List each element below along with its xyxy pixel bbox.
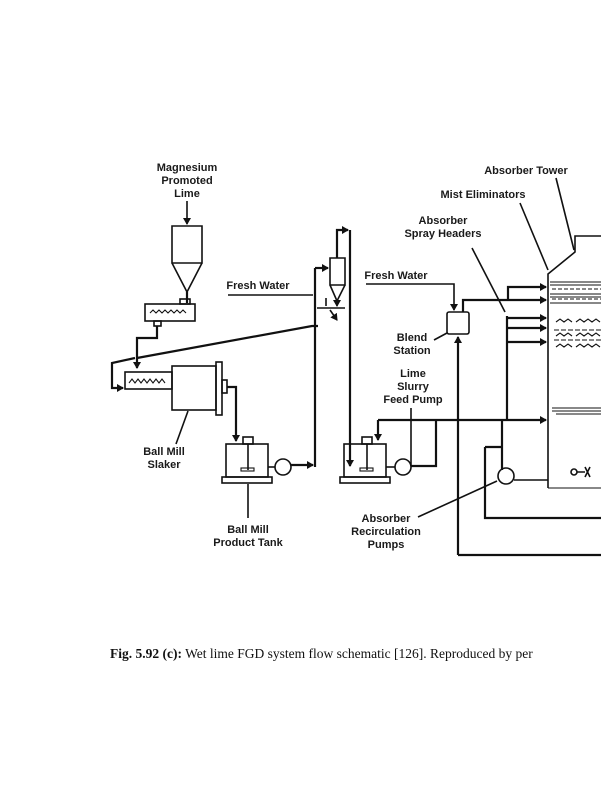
label-lime-2: Promoted [161, 175, 212, 187]
label-feed-pump-2: Slurry [397, 381, 430, 393]
slaker-to-cyclone-line [136, 324, 318, 360]
ball-mill-slaker [110, 356, 240, 445]
label-feed-pump-1: Lime [400, 368, 426, 380]
cyclone [228, 226, 354, 467]
label-absorber-tower: Absorber Tower [484, 165, 568, 177]
blend-station [366, 283, 601, 557]
label-product-tank-1: Ball Mill [227, 524, 269, 536]
label-blend-station-2: Station [393, 345, 431, 357]
label-recirc-pumps-2: Recirculation [351, 526, 421, 538]
label-blend-station-1: Blend [397, 332, 428, 344]
lime-silo [171, 201, 203, 303]
label-recirc-pumps-1: Absorber [362, 513, 412, 525]
label-slaker-2: Slaker [147, 459, 181, 471]
lime-slurry-tank [339, 408, 547, 484]
spray-headers [471, 247, 547, 420]
label-recirc-pumps-3: Pumps [368, 539, 405, 551]
figure-label: Fig. 5.92 (c): [110, 646, 182, 661]
ball-mill-product-tank [221, 436, 314, 518]
label-product-tank-2: Product Tank [213, 537, 283, 549]
label-slaker-1: Ball Mill [143, 446, 185, 458]
label-spray-headers-2: Spray Headers [404, 228, 481, 240]
absorber-tower [519, 177, 601, 489]
label-lime-1: Magnesium [157, 162, 218, 174]
recirculation-pumps [417, 420, 601, 520]
label-lime-3: Lime [174, 188, 200, 200]
label-spray-headers-1: Absorber [419, 215, 469, 227]
figure-caption-text: Wet lime FGD system flow schematic [126]… [181, 646, 533, 661]
label-mist-eliminators: Mist Eliminators [441, 189, 526, 201]
label-fresh-water-2: Fresh Water [364, 270, 428, 282]
screw-feeder [133, 298, 196, 369]
label-fresh-water-1: Fresh Water [226, 280, 290, 292]
figure-caption: Fig. 5.92 (c): Wet lime FGD system flow … [110, 646, 533, 662]
label-feed-pump-3: Feed Pump [383, 394, 443, 406]
